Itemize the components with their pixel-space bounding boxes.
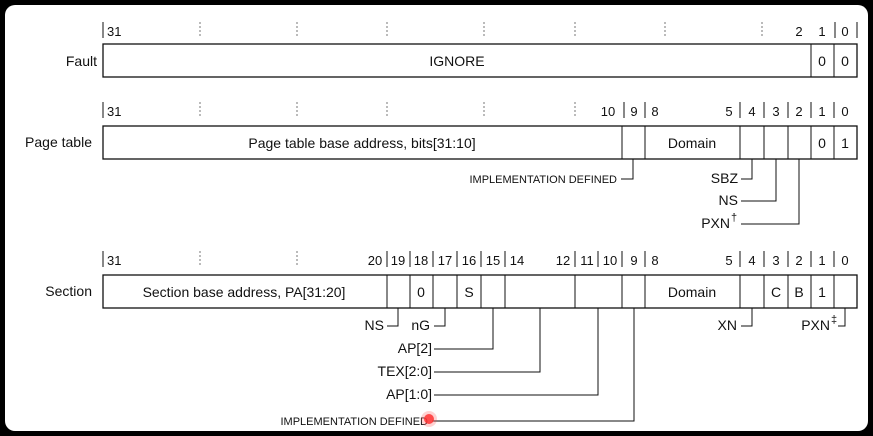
leader-line (741, 308, 753, 327)
annotation-ns: NS (365, 317, 384, 333)
row-label-page-table: Page table (25, 134, 92, 150)
leader-line (741, 159, 800, 225)
bit-number-14: 14 (510, 253, 524, 268)
annotation-ng: nG (411, 317, 430, 333)
page-table-descriptor-box (102, 125, 858, 160)
annotation-ap2: AP[2] (398, 340, 432, 356)
leader-line (434, 308, 494, 350)
bit-number-17: 17 (438, 253, 452, 268)
bit-number-3: 3 (772, 253, 779, 268)
annotation-ap10: AP[1:0] (386, 386, 432, 402)
bit-number-1: 1 (818, 24, 825, 39)
bit-number-8: 8 (651, 104, 658, 119)
field-s: S (464, 284, 473, 300)
field-b: B (794, 284, 803, 300)
leader-line (434, 308, 446, 327)
bit-number-0: 0 (841, 24, 848, 39)
bit-number-3: 3 (772, 104, 779, 119)
cursor-pointer-dot (424, 414, 434, 424)
annotation-pxn-dagger: † (731, 212, 737, 224)
field-page-table-base: Page table base address, bits[31:10] (248, 135, 475, 151)
leader-line (621, 159, 634, 180)
bit-number-4: 4 (748, 253, 755, 268)
leader-line (432, 308, 635, 422)
field-domain: Domain (668, 135, 716, 151)
section-row: Section 31 20 19 18 17 16 15 14 12 11 10… (45, 251, 858, 428)
bit-number-15: 15 (486, 253, 500, 268)
bit-number-12: 12 (556, 253, 570, 268)
bit-number-10: 10 (603, 253, 617, 268)
bit-number-0: 0 (841, 104, 848, 119)
bit-number-2: 2 (795, 24, 802, 39)
bit-number-0: 0 (841, 253, 848, 268)
field-bit1: 0 (818, 135, 826, 151)
bit-number-1: 1 (818, 253, 825, 268)
field-bit0: 1 (841, 135, 849, 151)
cursor-pointer-halo (421, 411, 437, 427)
field-ignore: IGNORE (429, 53, 484, 69)
annotation-pxn: PXN (701, 215, 730, 231)
descriptor-format-diagram: Fault 31 2 1 0 IGNORE 0 0 Page table (25, 22, 858, 428)
annotation-sbz: SBZ (711, 170, 739, 186)
field-c: C (771, 284, 781, 300)
annotation-xn: XN (718, 317, 737, 333)
field-bit1: 0 (818, 53, 826, 69)
bit-number-31: 31 (107, 253, 121, 268)
field-domain: Domain (668, 284, 716, 300)
bit-number-9: 9 (630, 104, 637, 119)
bit-number-19: 19 (391, 253, 405, 268)
bit-number-31: 31 (107, 104, 121, 119)
field-section-base: Section base address, PA[31:20] (143, 284, 346, 300)
bit-number-5: 5 (725, 104, 732, 119)
leader-line (387, 308, 399, 327)
page-table-row: Page table 31 10 9 8 5 4 3 2 1 0 Page ta… (25, 102, 858, 231)
leader-line (434, 308, 541, 373)
field-bit18: 0 (417, 284, 425, 300)
field-bit0: 0 (841, 53, 849, 69)
annotation-ns: NS (719, 192, 738, 208)
bit-number-1: 1 (818, 104, 825, 119)
bit-number-16: 16 (462, 253, 476, 268)
leader-line (741, 159, 777, 202)
field-bit1: 1 (818, 284, 826, 300)
bit-number-9: 9 (630, 253, 637, 268)
annotation-tex: TEX[2:0] (378, 363, 432, 379)
leader-line (434, 308, 599, 396)
bit-number-18: 18 (414, 253, 428, 268)
annotation-pxn-double-dagger: ‡ (831, 314, 837, 326)
fault-row: Fault 31 2 1 0 IGNORE 0 0 (66, 22, 858, 78)
bit-number-8: 8 (651, 253, 658, 268)
bit-number-20: 20 (368, 253, 382, 268)
annotation-pxn: PXN (801, 317, 830, 333)
row-label-section: Section (45, 283, 92, 299)
leader-line (838, 308, 846, 327)
leader-line (741, 159, 753, 180)
diagram-frame: Fault 31 2 1 0 IGNORE 0 0 Page table (5, 5, 868, 431)
bit-number-4: 4 (748, 104, 755, 119)
bit-number-5: 5 (725, 253, 732, 268)
fault-descriptor-box (102, 43, 858, 78)
annotation-implementation-defined: IMPLEMENTATION DEFINED (470, 174, 618, 186)
section-descriptor-box (102, 274, 858, 309)
bit-number-11: 11 (580, 253, 594, 268)
bit-number-31: 31 (107, 24, 121, 39)
bit-number-10: 10 (601, 104, 615, 119)
annotation-implementation-defined: IMPLEMENTATION DEFINED (281, 416, 429, 428)
bit-number-2: 2 (795, 253, 802, 268)
bit-number-2: 2 (795, 104, 802, 119)
row-label-fault: Fault (66, 53, 97, 69)
